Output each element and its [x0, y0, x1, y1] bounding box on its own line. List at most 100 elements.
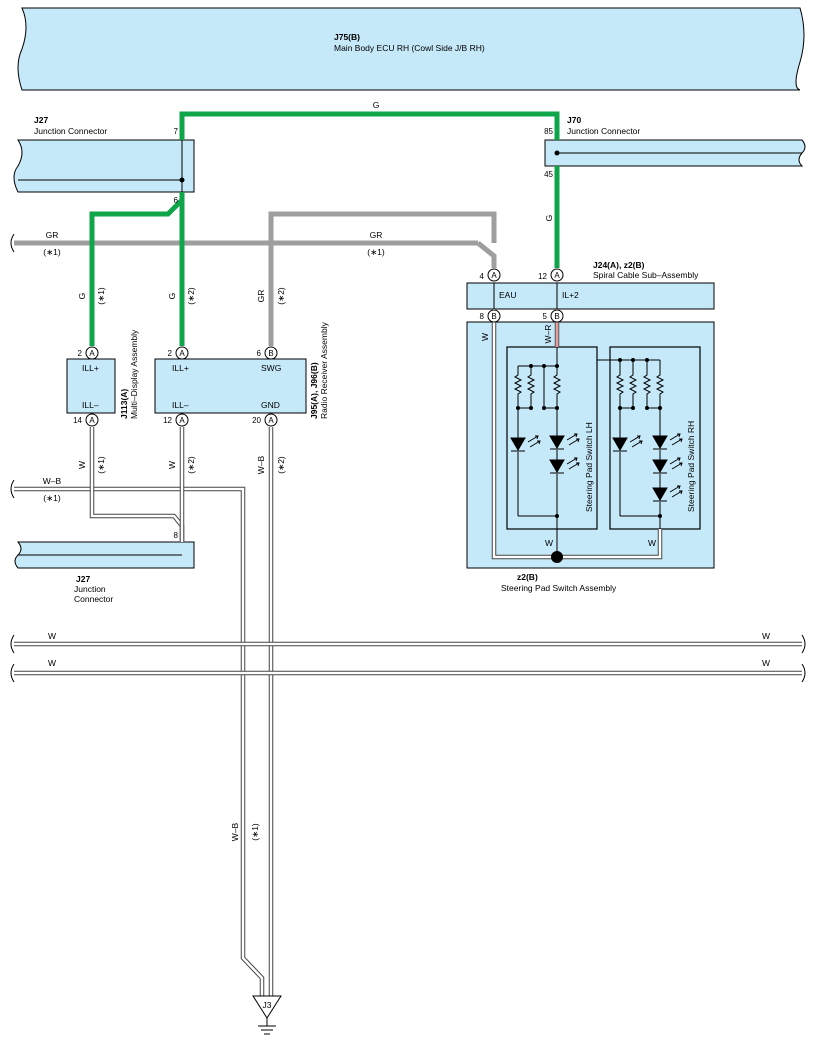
wire-label-wb-radio: W–B [256, 455, 266, 474]
wire-label-g-radio: G [167, 293, 177, 300]
wire-label-w-1-right: W [762, 631, 770, 641]
radio-name: Radio Receiver Assembly [319, 321, 329, 419]
rh-node [645, 358, 649, 362]
rh-node [658, 514, 662, 518]
wire-note-wb-radio: (∗2) [276, 456, 286, 474]
wire-break-marks [10, 233, 806, 683]
radio-receiver-connector [154, 358, 307, 414]
md-code: J113(A) [119, 389, 129, 419]
radio-term-swg: SWG [261, 363, 281, 373]
radio-pin-ill-plus: 2 [168, 349, 173, 358]
j27-top-pin-out: 6 [174, 196, 179, 205]
radio-pin-gnd: 20 [252, 416, 261, 425]
steering-rh-label: Steering Pad Switch RH [686, 421, 696, 512]
wire-note-left: (∗1) [43, 247, 61, 257]
j70-pin-bottom: 45 [544, 170, 553, 179]
ground-code: J3 [263, 1000, 272, 1010]
pin-conn-letter: B [554, 312, 559, 321]
j27-top-pin-in: 7 [174, 127, 179, 136]
lh-node [529, 406, 533, 410]
ecu-name: Main Body ECU RH (Cowl Side J/B RH) [334, 43, 485, 53]
lh-node [555, 406, 559, 410]
j70-connector [544, 139, 806, 167]
wire-label-gr-mid: GR [370, 230, 383, 240]
wire-label-w-bottom-rh: W [648, 538, 656, 548]
spiral-cable-code: J24(A), z2(B) [593, 260, 645, 270]
radio-code: J95(A), J96(B) [309, 362, 319, 419]
wire-label-w-1-left: W [48, 631, 56, 641]
pin-conn-letter: A [491, 271, 497, 280]
rh-node [618, 406, 622, 410]
wire-label-gr-radio: GR [256, 290, 266, 303]
steering-lh-label: Steering Pad Switch LH [584, 422, 594, 512]
wire-label-g-md: G [77, 293, 87, 300]
wire-label-g-top: G [373, 100, 380, 110]
j70-name: Junction Connector [567, 126, 640, 136]
wire-note-w-radio: (∗2) [186, 456, 196, 474]
rh-node [645, 406, 649, 410]
radio-term-ill-minus: ILL– [172, 400, 189, 410]
md-term-ill-minus: ILL– [82, 400, 99, 410]
wire-label-w-bottom-lh: W [545, 538, 553, 548]
pin-circles [85, 268, 564, 427]
ecu-code: J75(B) [334, 32, 360, 42]
lh-node [555, 364, 559, 368]
md-name: Multi–Display Assembly [129, 329, 139, 419]
wire-label-w-steering: W [480, 333, 490, 341]
pin-conn-letter: A [268, 416, 274, 425]
j27-bottom-name-1: Junction [74, 584, 106, 594]
j70-code: J70 [567, 115, 581, 125]
j27-bottom-pin: 8 [174, 531, 179, 540]
wire-note-gr-radio: (∗2) [276, 287, 286, 305]
rh-node [618, 358, 622, 362]
pin-conn-letter: A [89, 349, 95, 358]
rh-node [631, 406, 635, 410]
connector-internal-lines [493, 283, 558, 309]
lh-node [529, 364, 533, 368]
radio-pin-ill-minus: 12 [163, 416, 172, 425]
wire-note-w-md: (∗1) [96, 456, 106, 474]
pin-conn-letter: A [554, 271, 560, 280]
rh-node [631, 358, 635, 362]
steering-pad-lh-circuit [510, 347, 580, 557]
g-wires [89, 111, 560, 346]
lh-node [542, 364, 546, 368]
wire-label-wr-steering: W–R [543, 325, 553, 344]
j27-bottom-name-2: Connector [74, 594, 113, 604]
md-pin-ill-plus: 2 [78, 349, 83, 358]
multi-display-connector [66, 358, 116, 414]
steering-pad-name: Steering Pad Switch Assembly [501, 583, 617, 593]
spiral-pin-8: 8 [480, 312, 485, 321]
wire-note-g-radio: (∗2) [186, 287, 196, 305]
spiral-term-eau: EAU [499, 290, 516, 300]
wire-note-g-md: (∗1) [96, 287, 106, 305]
steering-pad-rh-circuit [597, 359, 683, 529]
wire-label-g-j70: G [544, 215, 554, 222]
pin-conn-letter: B [491, 312, 496, 321]
j27-top-code: J27 [34, 115, 48, 125]
spiral-pin-5: 5 [543, 312, 548, 321]
steering-pad-code: z2(B) [517, 572, 538, 582]
lh-node [542, 406, 546, 410]
ground-splice-dot [551, 551, 563, 563]
radio-term-ill-plus: ILL+ [172, 363, 189, 373]
ground-symbol [252, 995, 282, 1035]
wire-label-wb-left: W–B [43, 476, 62, 486]
main-body-ecu-connector [17, 7, 805, 91]
md-term-ill-plus: ILL+ [82, 363, 99, 373]
spiral-pin-ill: 12 [538, 272, 547, 281]
j27-top-name: Junction Connector [34, 126, 107, 136]
wire-label-w-radio: W [167, 461, 177, 469]
gr-wires [14, 211, 497, 346]
rh-node [658, 406, 662, 410]
pin-conn-letter: B [268, 349, 273, 358]
wire-label-w-2-right: W [762, 658, 770, 668]
j27-bottom-connector [14, 541, 195, 569]
wire-note-mid: (∗1) [367, 247, 385, 257]
wire-note-wb-ground: (∗1) [250, 823, 260, 841]
pin-conn-letter: A [89, 416, 95, 425]
spiral-cable-name: Spiral Cable Sub–Assembly [593, 270, 699, 280]
j70-pin-top: 85 [544, 127, 553, 136]
md-pin-ill-minus: 14 [73, 416, 82, 425]
